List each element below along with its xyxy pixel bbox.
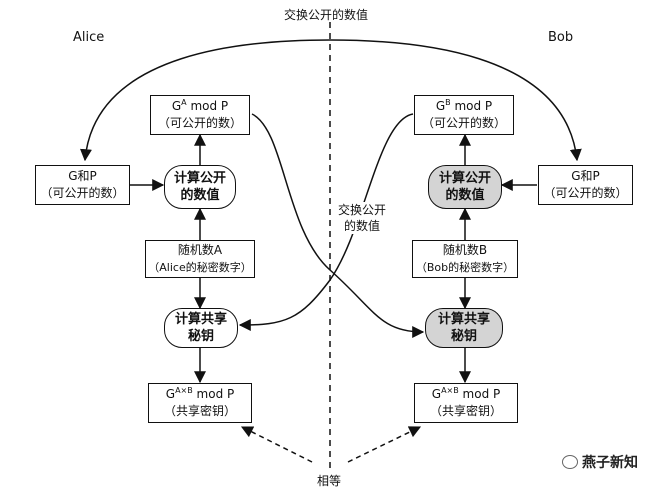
equal-arrow-left: [240, 426, 313, 463]
top-exchange-arc: [80, 39, 582, 162]
cross-curve-bob-to-alice: [238, 113, 414, 331]
bob-gp-box: G和P （可公开的数）: [538, 165, 633, 205]
bob-gp-note: （可公开的数）: [543, 186, 628, 200]
alice-compute-public-node: 计算公开 的数值: [164, 165, 236, 209]
equal-arrow-right: [347, 426, 422, 463]
bob-label: Bob: [548, 30, 574, 45]
alice-public-value-formula: GA mod P: [171, 98, 229, 114]
bob-compute-shared-node: 计算共享 秘钥: [425, 308, 503, 348]
watermark: 燕子新知: [562, 452, 638, 472]
equal-label: 相等: [317, 474, 342, 488]
bob-shared-key-box: GA×B mod P （共享密钥）: [414, 383, 518, 423]
bob-compute-public-node: 计算公开 的数值: [428, 165, 502, 209]
alice-shared-key-box: GA×B mod P （共享密钥）: [148, 383, 252, 423]
alice-gp-note: （可公开的数）: [40, 186, 125, 200]
alice-shared-key-note: （共享密钥）: [163, 404, 236, 418]
cross-curve-alice-to-bob: [251, 113, 425, 338]
bob-shared-key-formula: GA×B mod P: [431, 386, 501, 402]
bob-random-title: 随机数B: [442, 243, 488, 257]
alice-compute-shared-node: 计算共享 秘钥: [164, 308, 238, 348]
alice-random-title: 随机数A: [177, 243, 223, 257]
alice-random-box: 随机数A （Alice的秘密数字）: [145, 240, 255, 278]
bob-random-note: （Bob的秘密数字）: [415, 261, 515, 274]
bob-public-value-note: （可公开的数）: [421, 116, 506, 130]
watermark-text: 燕子新知: [582, 455, 638, 471]
bob-shared-key-note: （共享密钥）: [429, 404, 502, 418]
bob-random-box: 随机数B （Bob的秘密数字）: [412, 240, 518, 278]
alice-public-value-box: GA mod P （可公开的数）: [150, 95, 250, 135]
bob-public-value-formula: GB mod P: [435, 98, 493, 114]
alice-random-note: （Alice的秘密数字）: [148, 261, 252, 274]
alice-gp-box: G和P （可公开的数）: [35, 165, 130, 205]
wechat-icon: [562, 455, 578, 469]
alice-shared-key-formula: GA×B mod P: [165, 386, 235, 402]
alice-label: Alice: [73, 30, 105, 45]
alice-public-value-note: （可公开的数）: [157, 116, 242, 130]
bob-gp-title: G和P: [571, 169, 600, 183]
middle-exchange-label: 交换公开 的数值: [338, 202, 387, 234]
exchange-label-top: 交换公开的数值: [284, 8, 369, 22]
alice-gp-title: G和P: [68, 169, 97, 183]
bob-public-value-box: GB mod P （可公开的数）: [414, 95, 514, 135]
